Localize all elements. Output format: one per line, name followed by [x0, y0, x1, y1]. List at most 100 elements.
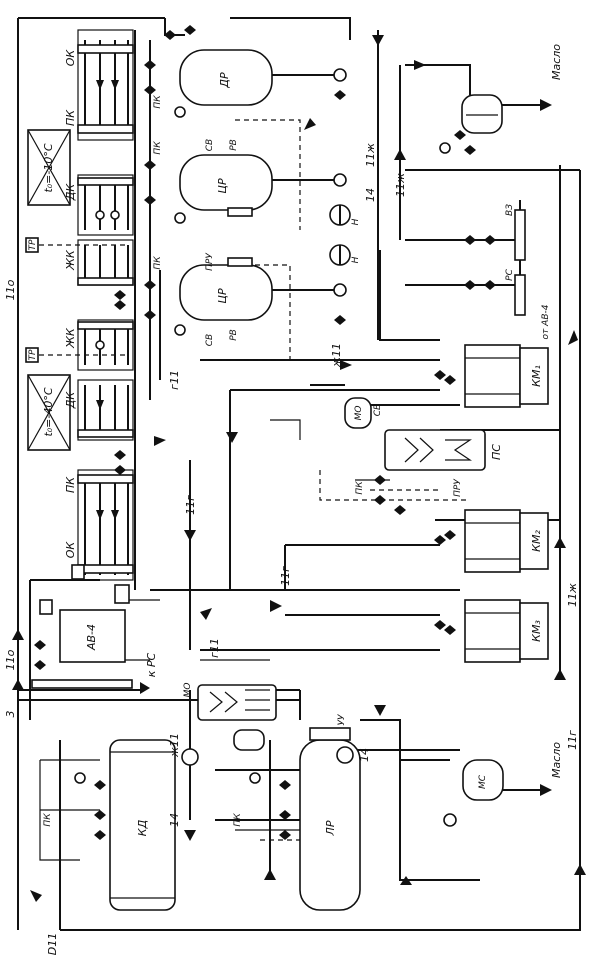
fitting-sv-ps: СВ [373, 404, 383, 416]
vessel-cr-top [179, 154, 347, 217]
fitting-rv-cr-bottom: РВ [229, 329, 239, 341]
fitting-pk-lr: ПК [233, 813, 243, 827]
gauge-dr [174, 106, 186, 118]
line-label-11g-lower: 11г [279, 566, 292, 586]
line-label-11zh-upper: 11ж [364, 143, 377, 167]
air-cooler-lower [27, 374, 71, 451]
line-label-11g-middle: 11г [184, 495, 197, 515]
line-label-11zh-right: 11ж [394, 173, 407, 197]
line-label-14-middle: 14 [358, 748, 371, 762]
line-label-14-lower: 14 [168, 813, 181, 827]
fitting-sv-cr-bottom: СВ [205, 334, 215, 346]
fitting-from-av4-label: от АВ-4 [541, 304, 551, 339]
battery-label-dk-lower: ДК [64, 391, 77, 410]
battery-label-pk-upper: ПК [64, 109, 77, 126]
fitting-pru-ps: ПРУ [453, 479, 463, 497]
line-label-g11-upper: г11 [168, 370, 181, 390]
pump-upper [329, 204, 351, 226]
pump-upper-label: Н [351, 218, 361, 225]
oil-collector-top [439, 94, 552, 154]
battery-label-ok-upper: ОК [64, 49, 77, 67]
compressor-km2 [464, 509, 549, 573]
fitting-pk-kd: ПК [43, 813, 53, 827]
vessel-uu-label: УУ [337, 714, 347, 725]
line-label-11g-right: 11г [566, 730, 579, 750]
compressor-km1 [464, 344, 549, 408]
battery-label-zhk-lower: ЖК [64, 327, 77, 349]
fitting-rs-label: РС [505, 268, 515, 280]
line-label-d11: D11 [46, 933, 59, 955]
line-label-3: 3 [4, 711, 17, 718]
vessel-ps [384, 429, 486, 471]
battery-group-dk-lower [77, 379, 134, 441]
battery-label-ok-lower: ОК [64, 541, 77, 559]
gauge-cr-bottom [174, 324, 186, 336]
vessel-ps-label: ПС [490, 444, 503, 460]
battery-group-dk-upper [77, 174, 134, 236]
battery-group-zhk-upper [77, 239, 134, 286]
battery-label-zhk-upper: ЖК [64, 249, 77, 271]
vessel-mo-bottom [197, 684, 277, 751]
oil-output-top-label: Масло [550, 44, 563, 80]
line-label-zh11-upper: ж11 [330, 343, 343, 368]
fitting-pk-cr-bottom: ПК [153, 256, 163, 270]
vessel-kd [74, 739, 199, 911]
vessel-dr-label: ДР [218, 72, 231, 89]
fitting-rv-cr-top: РВ [229, 139, 239, 151]
separator-vz [514, 209, 526, 261]
battery-group-zhk-lower [77, 319, 134, 371]
compressor-km3-label: КМ₃ [530, 620, 543, 642]
tr-label-lower: ТР [28, 349, 38, 360]
tr-label-upper: ТР [28, 239, 38, 250]
air-cooler-lower-temp: t₀=-40°C [42, 387, 55, 436]
fitting-sv-cr-top: СВ [205, 139, 215, 151]
gauge-cr-top [174, 212, 186, 224]
oil-output-bottom-label: Масло [550, 742, 563, 778]
vessel-cr-bottom-label: ЦР [216, 288, 229, 304]
flow-arrows [12, 35, 586, 902]
vessel-av4-label: АВ-4 [85, 624, 98, 651]
vessel-lr [249, 727, 361, 911]
fitting-pk-ps: ПК [355, 481, 365, 495]
battery-group-upper [77, 29, 134, 141]
battery-label-dk-upper: ДК [64, 183, 77, 202]
pump-lower-label: Н [351, 256, 361, 263]
valves [34, 25, 496, 840]
evaporator-batteries [77, 29, 134, 581]
compressor-km3 [464, 599, 549, 663]
vessel-dr [179, 49, 347, 106]
line-label-11o-bottom: 11о [4, 649, 17, 670]
compressor-km2-label: КМ₂ [530, 530, 543, 552]
pump-lower [329, 244, 351, 266]
vessel-cr-top-label: ЦР [216, 178, 229, 194]
fitting-pru-cr-bottom: ПРУ [205, 253, 215, 271]
vessel-ms-label: МС [478, 774, 488, 789]
line-label-g11-lower: г11 [208, 638, 221, 658]
line-label-11o-top: 11о [4, 279, 17, 300]
line-label-14-upper: 14 [364, 188, 377, 202]
battery-group-lower [77, 469, 134, 581]
tr-box-upper [25, 237, 39, 253]
separator-rs [514, 274, 526, 316]
vessel-mo-bottom-label: МО [183, 683, 193, 698]
air-cooler-upper-temp: t₀=-10°C [42, 143, 55, 192]
compressor-km1-label: КМ₁ [530, 365, 543, 387]
vessel-ms [443, 759, 552, 827]
vessel-lr-label: ЛР [324, 820, 337, 836]
vessel-cr-bottom [179, 257, 347, 321]
tr-box-lower [25, 347, 39, 363]
arrow-to-rs [140, 682, 150, 694]
secondary-lines [39, 419, 390, 861]
main-pipelines [17, 17, 581, 931]
vessel-kd-label: КД [136, 819, 149, 836]
vessel-av4 [31, 564, 133, 689]
fitting-pk-cr-top: ПК [153, 141, 163, 155]
air-cooler-upper [27, 129, 71, 206]
line-label-11zh-lower: 11ж [566, 583, 579, 607]
line-label-zh11-lower: ж11 [168, 733, 181, 758]
fitting-vz-label: ВЗ [505, 204, 515, 216]
battery-label-pk-lower: ПК [64, 476, 77, 493]
vessel-mo-top [344, 397, 372, 429]
vessel-mo-top-label: МО [354, 406, 364, 421]
